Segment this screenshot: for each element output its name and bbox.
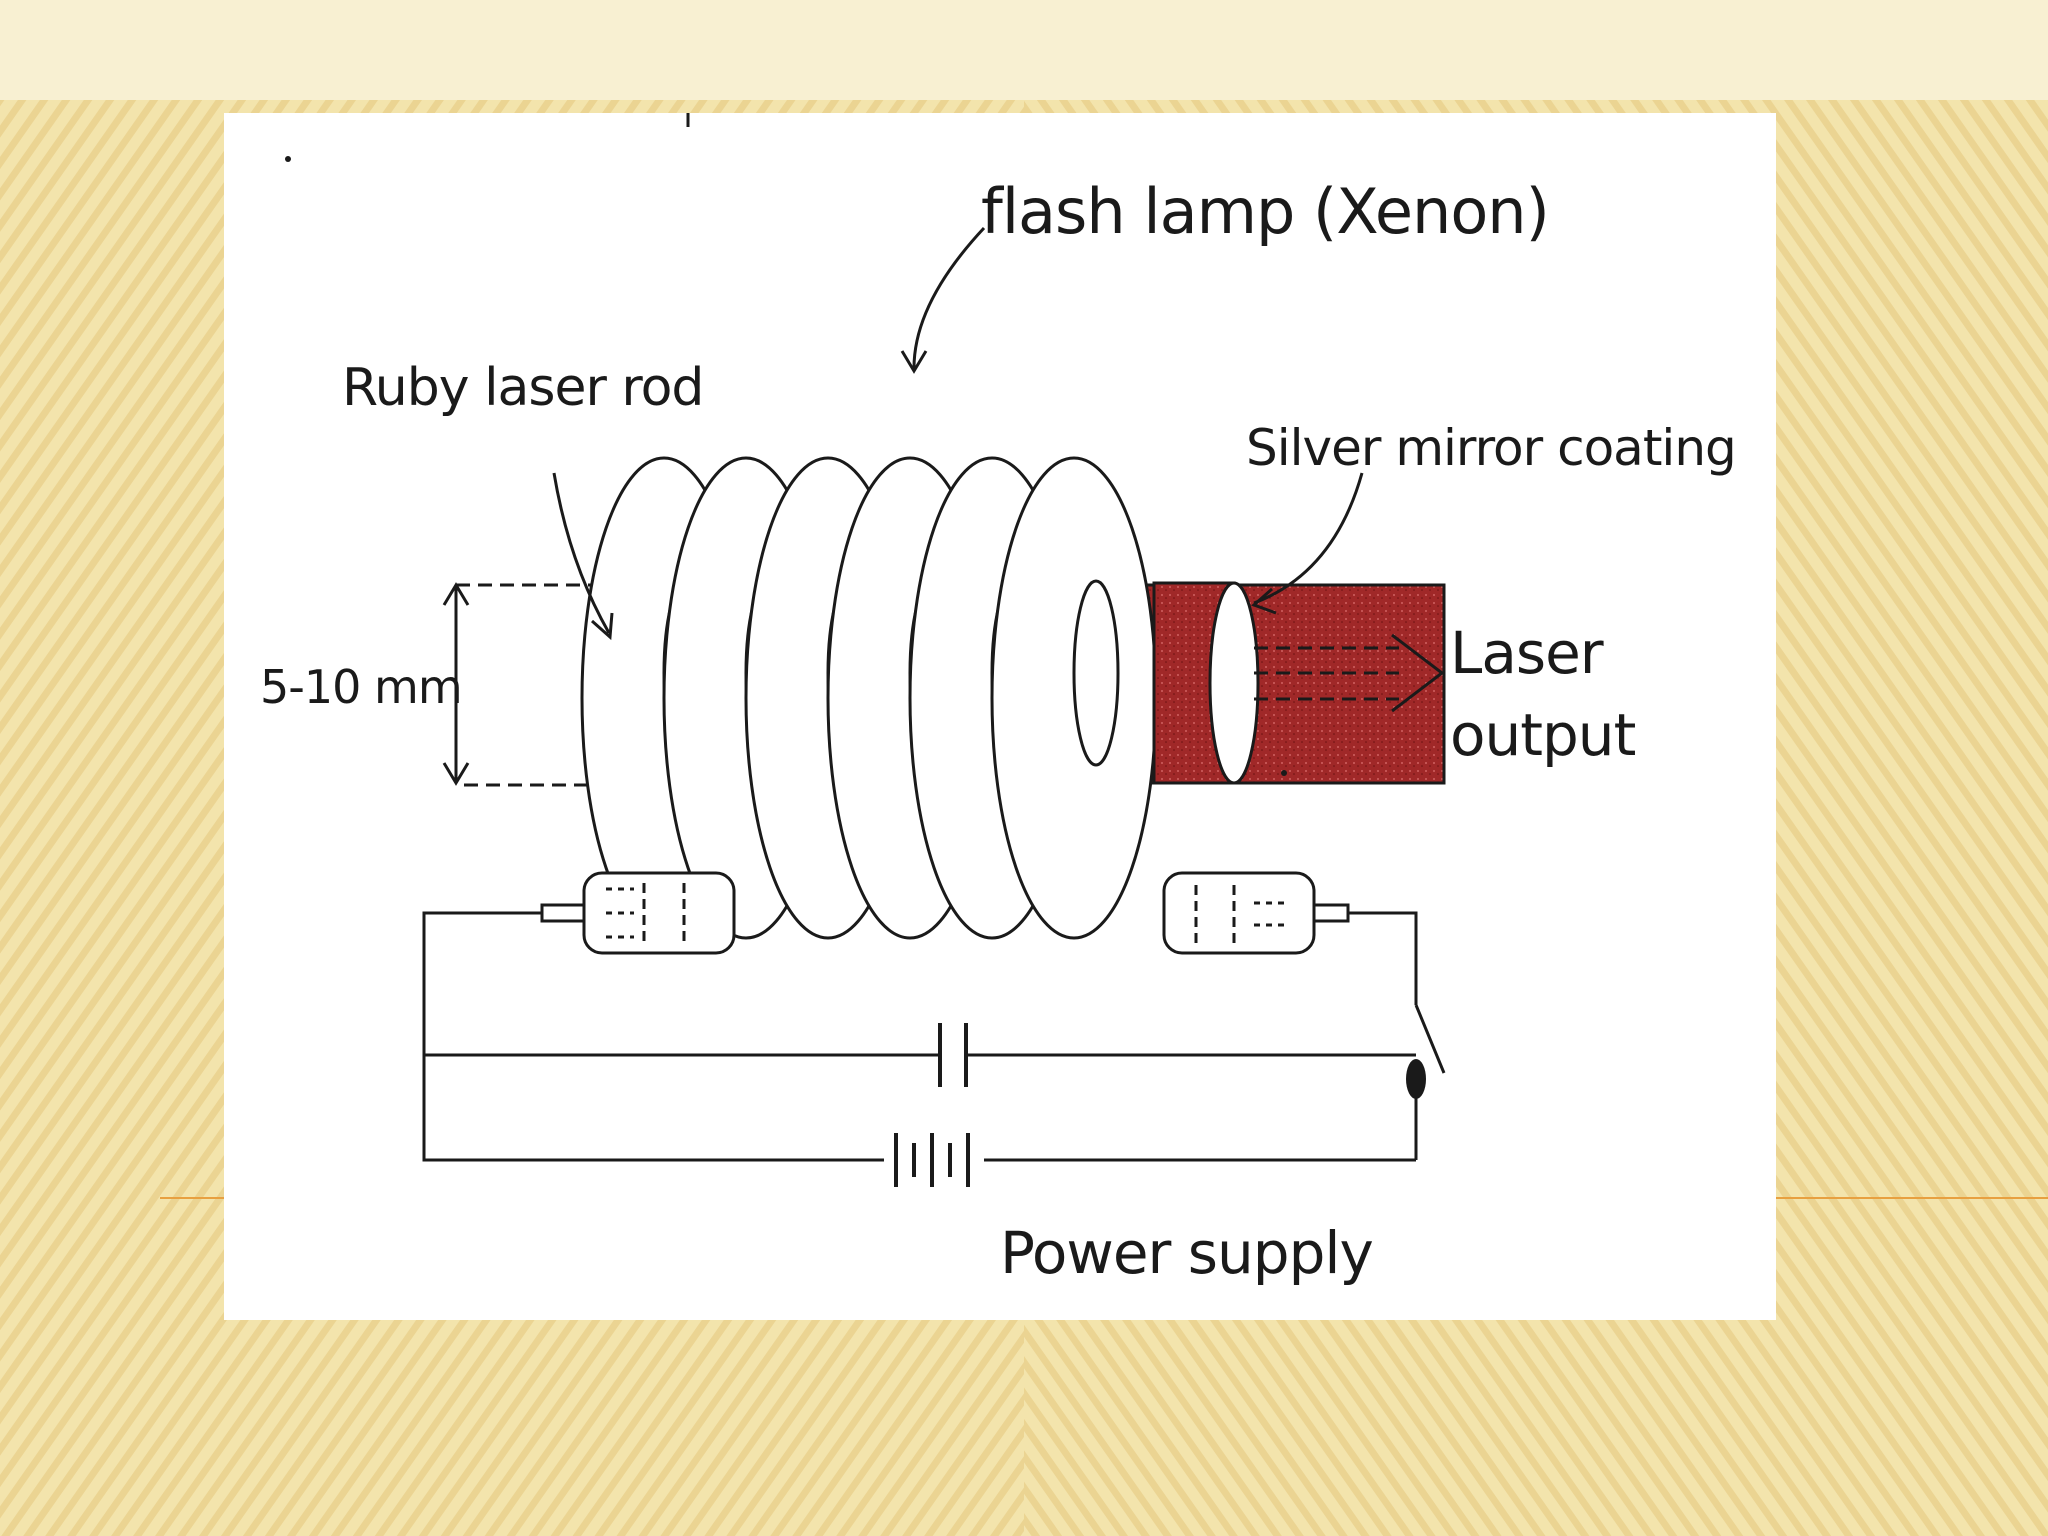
flash-lamp-leader-head [900,350,928,374]
stray-mark [1281,770,1287,776]
power-circuit [422,911,1446,1187]
top-band [0,0,2048,100]
lamp-electrode-right [1162,871,1350,955]
flash-lamp-coils [580,456,1158,940]
silver-mirror-face [1208,581,1260,785]
label-laser: Laser [1450,619,1604,687]
beam-arrow-head [1391,633,1445,713]
ruby-laser-diagram: flash lamp (Xenon) Ruby laser rod Silver… [224,113,1776,1320]
flash-lamp-leader [912,226,986,369]
label-output: output [1450,701,1636,769]
rod-output-end [1152,581,1260,785]
label-silver-mirror: Silver mirror coating [1246,419,1736,477]
lamp-electrode-left [540,871,736,955]
diagram-drawing: flash lamp (Xenon) Ruby laser rod Silver… [260,113,1737,1287]
stray-mark [285,156,291,162]
label-ruby-rod: Ruby laser rod [342,358,703,418]
silver-mirror-leader-head [1251,587,1277,615]
arrow-head-down [442,762,470,786]
arrow-head-up [442,582,470,606]
coil-turn [990,456,1158,940]
label-leaders [552,226,1364,641]
ruby-rod-leader [552,472,611,634]
switch-lever [1414,1004,1446,1074]
circuit-wire-right [1348,911,1418,1005]
switch-contact [1406,1059,1426,1099]
laser-beam [1254,633,1445,713]
label-flash-lamp: flash lamp (Xenon) [981,175,1549,248]
label-power-supply: Power supply [1000,1219,1373,1287]
label-dimension: 5-10 mm [260,660,462,714]
ruby-rod-leader-head [591,612,614,641]
silver-mirror-leader [1253,472,1364,605]
circuit-wire-left [422,911,884,1162]
